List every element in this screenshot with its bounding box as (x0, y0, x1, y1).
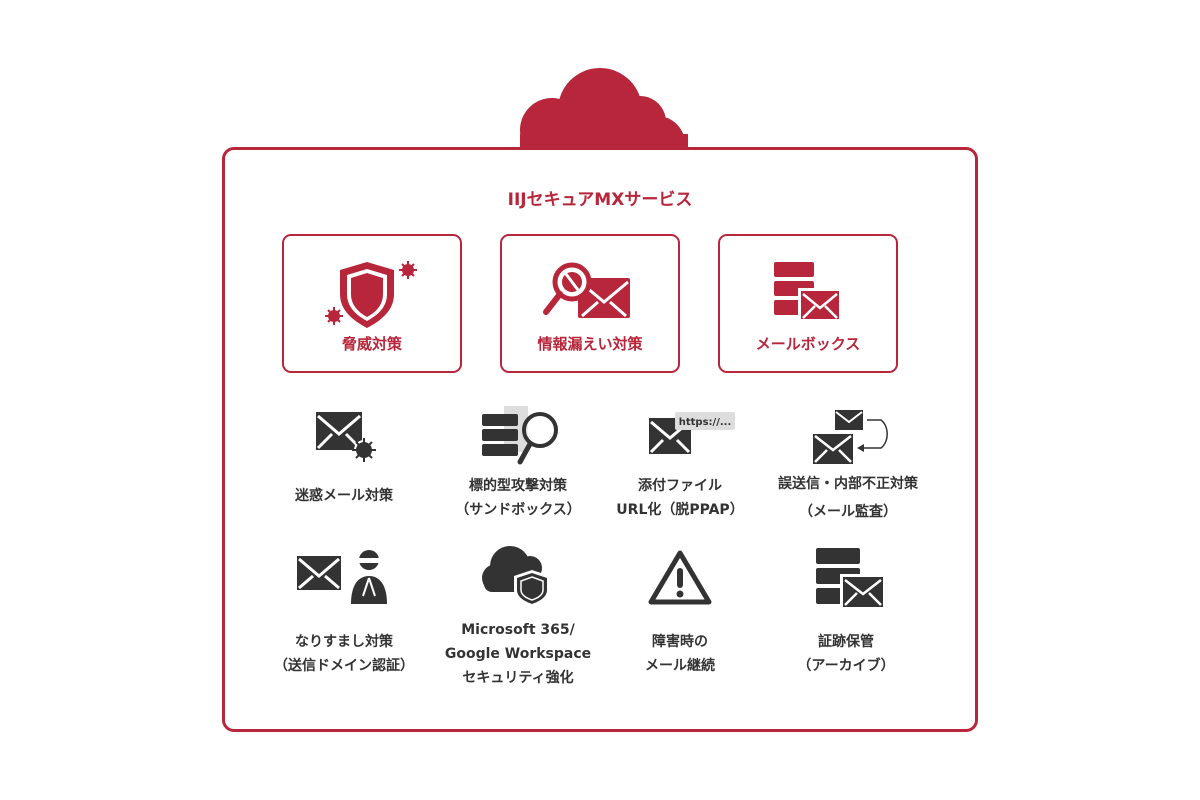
feature-label: （アーカイブ） (797, 658, 895, 674)
category-label: 情報漏えい対策 (537, 335, 643, 353)
feature-label: （サンドボックス） (455, 502, 581, 518)
feature-archive: 証跡保管 （アーカイブ） (756, 546, 936, 678)
category-leak: 情報漏えい対策 (500, 234, 680, 373)
server-magnifier-icon (482, 406, 558, 465)
feature-audit: 誤送信・内部不正対策 （メール監査） (758, 408, 938, 524)
mail-return-icon (813, 410, 888, 464)
feature-continuity: 障害時の メール継続 (590, 548, 770, 678)
feature-label: メール継続 (645, 658, 715, 674)
cloud-icon (520, 68, 688, 154)
warning-icon (648, 550, 712, 605)
feature-label: 迷惑メール対策 (295, 488, 393, 504)
server-mail-icon (774, 262, 842, 322)
feature-spoofing: なりすまし対策 （送信ドメイン認証） (254, 546, 434, 678)
category-label: 脅威対策 (341, 335, 402, 353)
category-label: メールボックス (755, 335, 861, 353)
shield-virus-icon (325, 261, 417, 328)
service-title: IIJセキュアMXサービス (507, 190, 693, 210)
feature-label: Google Workspace (444, 646, 592, 662)
feature-m365: Microsoft 365/ Google Workspace セキュリティ強化 (428, 540, 608, 690)
feature-label: 添付ファイル (638, 478, 722, 494)
mail-virus-icon (316, 412, 376, 462)
feature-spam: 迷惑メール対策 (254, 408, 434, 508)
feature-label: （送信ドメイン認証） (274, 658, 414, 674)
feature-label: なりすまし対策 (295, 634, 393, 650)
magnifier-mail-icon (543, 262, 630, 318)
feature-sandbox: 標的型攻撃対策 （サンドボックス） (428, 404, 608, 522)
feature-label: 標的型攻撃対策 (469, 478, 567, 494)
cloud-shield-icon (482, 546, 550, 607)
mail-url-icon: https://... (649, 412, 735, 454)
feature-label: Microsoft 365/ (461, 622, 575, 638)
mail-impostor-icon (297, 550, 387, 604)
category-mailbox: メールボックス (718, 234, 898, 373)
url-text: https://... (679, 417, 732, 428)
feature-label: URL化（脱PPAP） (616, 502, 744, 518)
feature-ppap: https://... 添付ファイル URL化（脱PPAP） (590, 408, 770, 522)
feature-label: 証跡保管 (818, 634, 874, 650)
server-mail-icon (816, 548, 886, 610)
feature-label: セキュリティ強化 (462, 670, 574, 686)
feature-label: 障害時の (652, 634, 708, 650)
feature-label: 誤送信・内部不正対策 (778, 476, 918, 492)
category-threat: 脅威対策 (282, 234, 462, 373)
feature-label: （メール監査） (799, 504, 897, 520)
